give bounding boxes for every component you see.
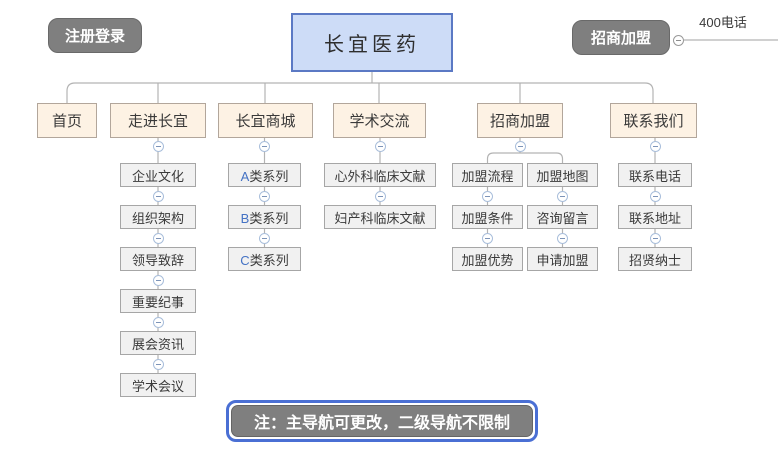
root-title: 长宜医药 [324,34,420,56]
subnav-academic-meetings[interactable]: 学术会议 [120,373,196,397]
subnav-join-advantages[interactable]: 加盟优势 [452,247,523,271]
subnav-series-b[interactable]: B类系列 [228,205,301,229]
collapse-minus-icon[interactable] [259,190,270,202]
collapse-minus-icon[interactable] [649,140,661,152]
subnav-company-culture[interactable]: 企业文化 [120,163,196,187]
collapse-minus-icon[interactable] [374,140,386,152]
collapse-minus-icon[interactable] [152,140,164,152]
collapse-minus-icon[interactable] [152,190,164,202]
subnav-cardiac-literature[interactable]: 心外科临床文献 [324,163,436,187]
nav-item-academic[interactable]: 学术交流 [333,103,426,138]
nav-item-contact[interactable]: 联系我们 [610,103,697,138]
subnav-consult-message[interactable]: 咨询留言 [527,205,598,229]
subnav-contact-phone[interactable]: 联系电话 [618,163,692,187]
collapse-minus-icon[interactable] [672,34,684,46]
subnav-milestones[interactable]: 重要纪事 [120,289,196,313]
collapse-minus-icon[interactable] [259,140,270,152]
register-login-badge[interactable]: 注册登录 [48,18,142,53]
subnav-apply-join[interactable]: 申请加盟 [527,247,598,271]
collapse-minus-icon[interactable] [152,232,164,244]
collapse-minus-icon[interactable] [259,232,270,244]
nav-home-label: 首页 [51,113,82,130]
nav-item-mall[interactable]: 长宜商城 [218,103,313,138]
subnav-join-map[interactable]: 加盟地图 [527,163,598,187]
nav-contact-label: 联系我们 [623,113,684,130]
nav-item-home[interactable]: 首页 [37,103,97,138]
collapse-minus-icon[interactable] [152,358,164,370]
subnav-org-structure[interactable]: 组织架构 [120,205,196,229]
join-badge-label: 招商加盟 [590,30,651,47]
subnav-join-conditions[interactable]: 加盟条件 [452,205,523,229]
subnav-contact-address[interactable]: 联系地址 [618,205,692,229]
collapse-minus-icon[interactable] [152,316,164,328]
note-selection-outline: 注：主导航可更改，二级导航不限制 [226,400,538,442]
subnav-series-c[interactable]: C类系列 [228,247,301,271]
subnav-series-a[interactable]: A类系列 [228,163,301,187]
nav-about-label: 走进长宜 [127,113,188,130]
nav-item-join[interactable]: 招商加盟 [477,103,563,138]
collapse-minus-icon[interactable] [152,274,164,286]
collapse-minus-icon[interactable] [557,190,568,202]
note-label: 注：主导航可更改，二级导航不限制 [253,415,510,432]
phone-400-node[interactable]: 400电话 [688,12,758,30]
collapse-minus-icon[interactable] [374,190,386,202]
nav-academic-label: 学术交流 [349,113,410,130]
join-badge[interactable]: 招商加盟 [572,20,670,55]
collapse-minus-icon[interactable] [649,232,661,244]
nav-join-label: 招商加盟 [489,113,550,130]
collapse-minus-icon[interactable] [482,232,493,244]
collapse-minus-icon[interactable] [649,190,661,202]
register-login-label: 注册登录 [64,28,125,45]
collapse-minus-icon[interactable] [514,140,526,152]
subnav-leader-speech[interactable]: 领导致辞 [120,247,196,271]
subnav-expo-news[interactable]: 展会资讯 [120,331,196,355]
subnav-recruitment[interactable]: 招贤纳士 [618,247,692,271]
collapse-minus-icon[interactable] [482,190,493,202]
nav-mall-label: 长宜商城 [235,113,296,130]
note-node[interactable]: 注：主导航可更改，二级导航不限制 [231,405,533,437]
root-node[interactable]: 长宜医药 [291,13,453,72]
subnav-join-process[interactable]: 加盟流程 [452,163,523,187]
phone-400-label: 400电话 [699,14,747,30]
subnav-obstetric-literature[interactable]: 妇产科临床文献 [324,205,436,229]
nav-item-about[interactable]: 走进长宜 [110,103,206,138]
collapse-minus-icon[interactable] [557,232,568,244]
